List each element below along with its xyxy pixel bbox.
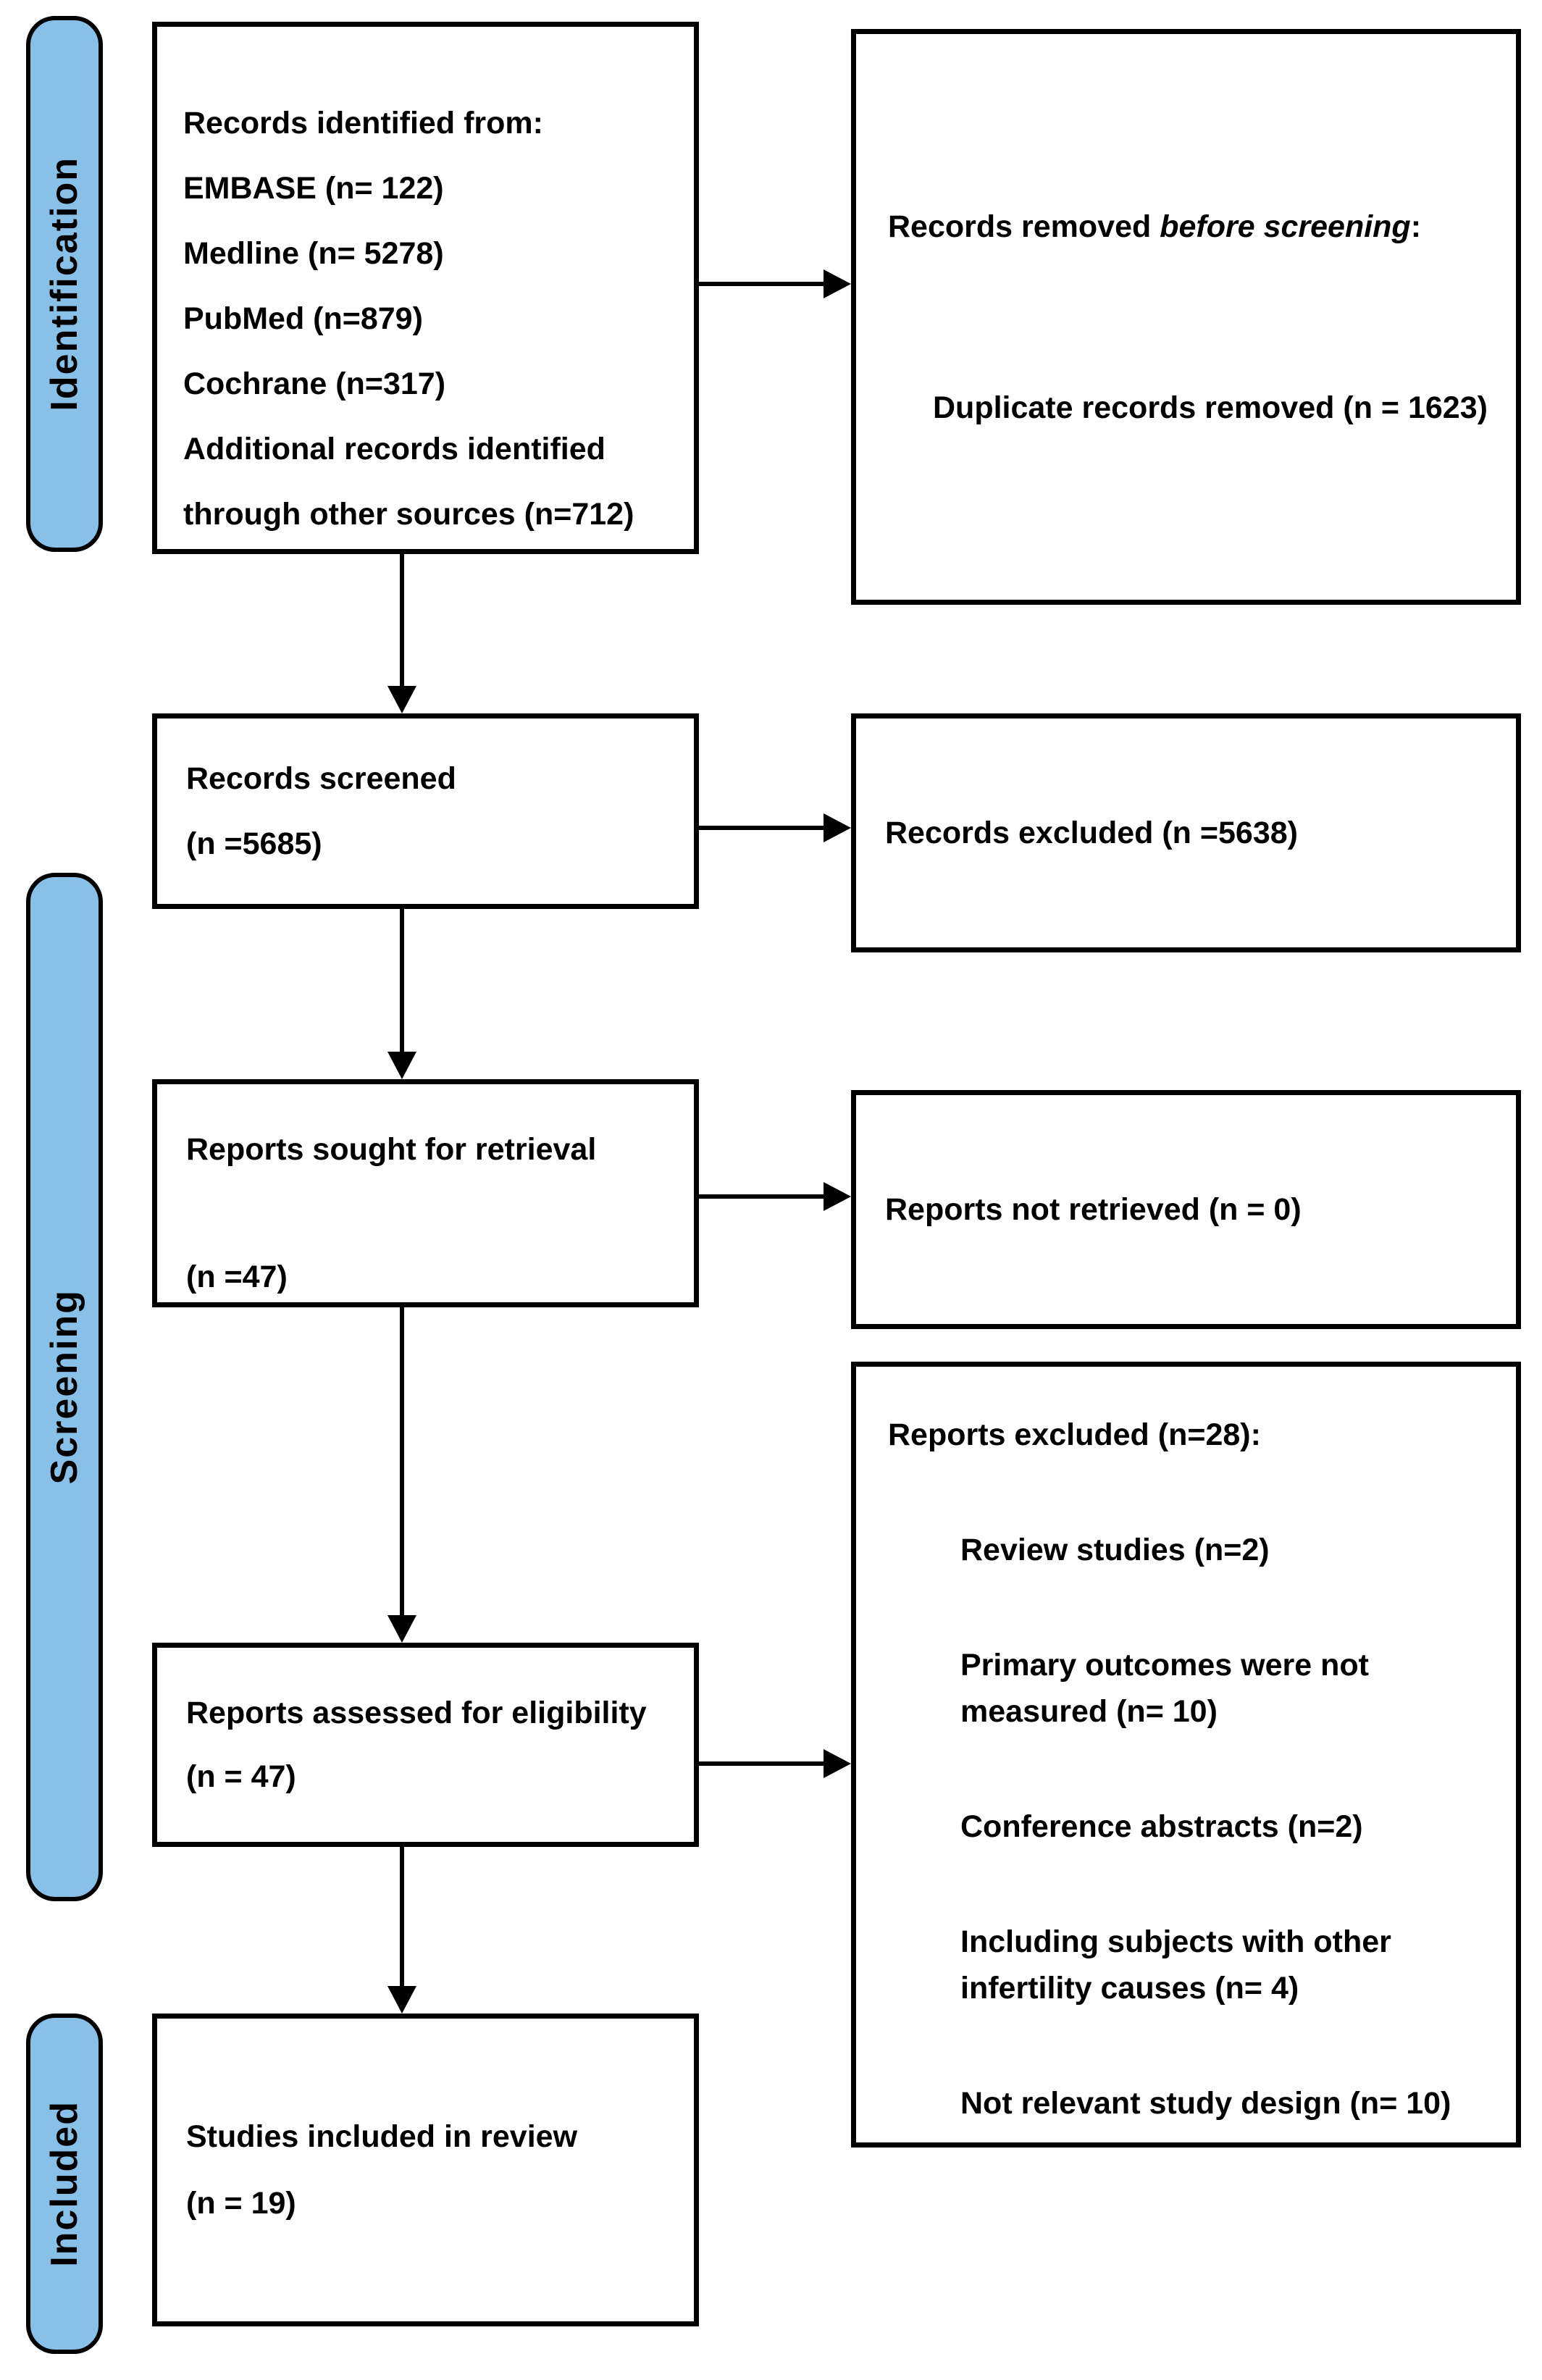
reports-sought-count: (n =47): [186, 1260, 288, 1294]
duplicates-removed-line: Duplicate records removed (n = 1623): [933, 390, 1488, 425]
exclusion-reason-line: measured (n= 10): [960, 1694, 1218, 1729]
box-studies-included: Studies included in review (n = 19): [152, 2014, 699, 2326]
source-additional-line1: Additional records identified: [183, 432, 606, 466]
source-medline: Medline (n= 5278): [183, 236, 444, 271]
arrow-assessed-to-included-head: [387, 1986, 416, 2014]
stage-bar-identification: Identification: [26, 16, 103, 552]
arrow-screened-to-sought-head: [387, 1052, 416, 1079]
records-identified-heading: Records identified from:: [183, 106, 543, 141]
arrow-sought-to-assessed-shaft: [400, 1307, 404, 1617]
source-additional-line2: through other sources (n=712): [183, 497, 634, 532]
records-screened-label: Records screened: [186, 761, 456, 796]
exclusion-reason-line: Including subjects with other: [960, 1924, 1391, 1959]
exclusion-reason-line: infertility causes (n= 4): [960, 1971, 1299, 2006]
box-reports-sought: Reports sought for retrieval (n =47): [152, 1079, 699, 1307]
exclusion-reason-review-studies: Review studies (n=2): [960, 1527, 1509, 1573]
arrow-sought-to-notretrieved-shaft: [697, 1194, 825, 1199]
box-reports-assessed: Reports assessed for eligibility (n = 47…: [152, 1643, 699, 1847]
box-records-screened: Records screened (n =5685): [152, 713, 699, 909]
box-records-removed: Records removed before screening: Duplic…: [851, 29, 1521, 605]
records-removed-prefix: Records removed: [888, 209, 1160, 244]
arrow-assessed-to-included-shaft: [400, 1847, 404, 1987]
reports-assessed-count: (n = 47): [186, 1759, 296, 1794]
exclusion-reason-other-infertility: Including subjects with other infertilit…: [960, 1919, 1509, 2011]
stage-label-identification: Identification: [43, 156, 85, 411]
stage-bar-screening: Screening: [26, 873, 103, 1901]
records-excluded-label: Records excluded (n =5638): [885, 816, 1298, 850]
arrow-screened-to-excluded-shaft: [697, 826, 825, 830]
arrow-identified-to-screened-head: [387, 686, 416, 713]
stage-label-screening: Screening: [43, 1289, 85, 1485]
exclusion-reason-line: Review studies (n=2): [960, 1533, 1270, 1567]
studies-included-label: Studies included in review: [186, 2119, 578, 2154]
source-cochrane: Cochrane (n=317): [183, 366, 446, 401]
reports-sought-label: Reports sought for retrieval: [186, 1132, 597, 1167]
records-removed-emphasis: before screening: [1160, 209, 1411, 244]
arrow-screened-to-sought-shaft: [400, 909, 404, 1053]
exclusion-reason-primary-outcomes: Primary outcomes were not measured (n= 1…: [960, 1642, 1509, 1735]
records-removed-suffix: :: [1410, 209, 1422, 244]
source-pubmed: PubMed (n=879): [183, 301, 423, 336]
arrow-identified-to-removed-shaft: [697, 282, 825, 286]
reports-not-retrieved-label: Reports not retrieved (n = 0): [885, 1192, 1302, 1227]
source-embase: EMBASE (n= 122): [183, 171, 444, 206]
arrow-identified-to-removed-head: [824, 269, 851, 298]
exclusion-reason-line: Primary outcomes were not: [960, 1648, 1369, 1683]
records-screened-count: (n =5685): [186, 826, 322, 861]
box-reports-excluded-reasons: Reports excluded (n=28): Review studies …: [851, 1362, 1521, 2148]
stage-bar-included: Included: [26, 2014, 103, 2354]
arrow-sought-to-assessed-head: [387, 1615, 416, 1643]
arrow-screened-to-excluded-head: [824, 813, 851, 842]
box-records-excluded: Records excluded (n =5638): [851, 713, 1521, 952]
exclusion-reason-conference-abstracts: Conference abstracts (n=2): [960, 1803, 1509, 1850]
box-records-identified: Records identified from: EMBASE (n= 122)…: [152, 22, 699, 554]
records-removed-heading: Records removed before screening:: [888, 204, 1509, 250]
exclusion-reason-study-design: Not relevant study design (n= 10): [960, 2080, 1509, 2127]
stage-label-included: Included: [43, 2100, 85, 2267]
arrow-assessed-to-reportsexcluded-shaft: [697, 1761, 825, 1766]
arrow-identified-to-screened-shaft: [400, 552, 404, 687]
reports-assessed-label: Reports assessed for eligibility: [186, 1696, 647, 1730]
studies-included-count: (n = 19): [186, 2186, 296, 2221]
exclusion-reason-line: Not relevant study design (n= 10): [960, 2086, 1451, 2121]
box-reports-not-retrieved: Reports not retrieved (n = 0): [851, 1090, 1521, 1329]
exclusion-reason-line: Conference abstracts (n=2): [960, 1809, 1363, 1844]
reports-excluded-heading: Reports excluded (n=28):: [888, 1417, 1261, 1452]
arrow-assessed-to-reportsexcluded-head: [824, 1749, 851, 1778]
arrow-sought-to-notretrieved-head: [824, 1182, 851, 1211]
